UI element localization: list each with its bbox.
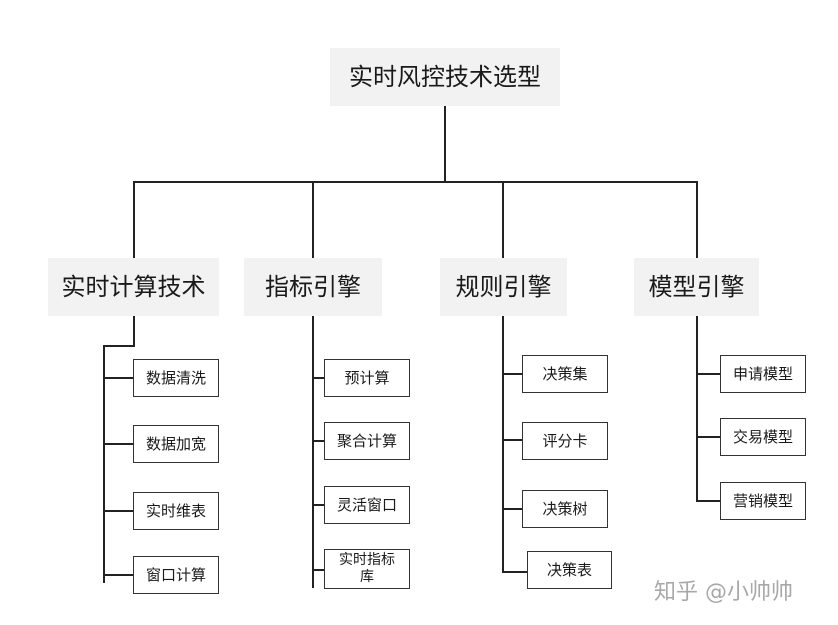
cat-1-branch — [103, 377, 134, 576]
watermark: 知乎 @小帅帅 — [654, 580, 793, 605]
category-model-engine: 模型引擎 — [634, 258, 759, 316]
leaf-decision-tree: 决策树 — [522, 490, 608, 528]
leaf-realtime-dimension-table: 实时维表 — [133, 492, 219, 530]
leaf-flexible-window: 灵活窗口 — [324, 486, 410, 524]
cat-1-spine — [103, 345, 135, 583]
leaf-application-model: 申请模型 — [720, 355, 806, 393]
leaf-scorecard: 评分卡 — [522, 422, 608, 460]
category-indicator-engine: 指标引擎 — [244, 258, 382, 316]
category-realtime-computing: 实时计算技术 — [48, 258, 219, 316]
leaf-precompute: 预计算 — [324, 359, 410, 397]
leaf-data-cleaning: 数据清洗 — [133, 359, 219, 397]
leaf-marketing-model: 营销模型 — [720, 482, 806, 520]
leaf-decision-table: 决策表 — [527, 551, 612, 589]
leaf-realtime-indicator-library: 实时指标库 — [324, 549, 410, 589]
category-rule-engine: 规则引擎 — [440, 258, 567, 316]
leaf-aggregate-compute: 聚合计算 — [324, 422, 410, 460]
leaf-data-widening: 数据加宽 — [133, 425, 219, 463]
leaf-transaction-model: 交易模型 — [720, 418, 806, 456]
leaf-decision-set: 决策集 — [522, 355, 608, 393]
root-node: 实时风控技术选型 — [330, 48, 560, 106]
leaf-window-computing: 窗口计算 — [133, 556, 219, 594]
cat-3-branch — [502, 373, 528, 573]
cat-2-branch — [312, 377, 325, 571]
cat-4-branch — [696, 373, 721, 502]
